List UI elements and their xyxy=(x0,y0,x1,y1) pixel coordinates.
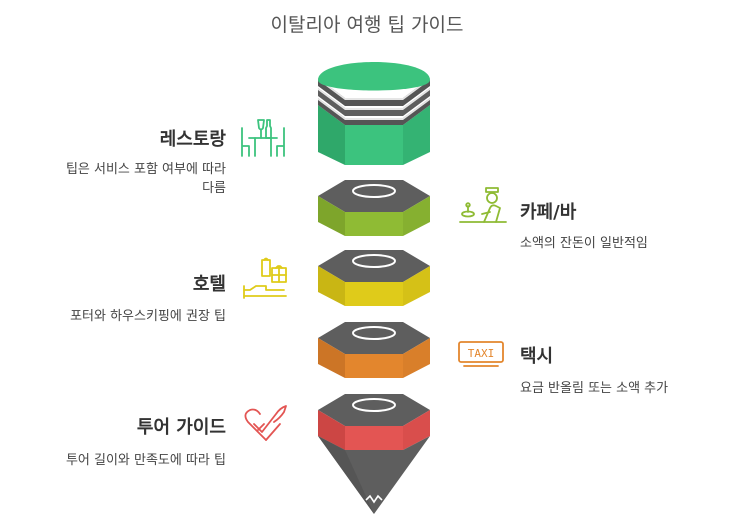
segment-taxi xyxy=(318,322,430,378)
restaurant-body-front xyxy=(345,125,403,165)
tour-heading: 투어 가이드 xyxy=(136,417,226,438)
hotel-bell-icon xyxy=(243,257,287,299)
segment-tour xyxy=(318,394,430,450)
taxi-sign-icon: TAXI xyxy=(458,341,504,367)
heart-hand-icon xyxy=(244,405,287,441)
pencil-tip xyxy=(318,436,430,514)
hotel-description: 포터와 하우스키핑에 권장 팁 xyxy=(70,309,226,324)
waiter-icon xyxy=(459,187,507,223)
restaurant-description: 팁은 서비스 포함 여부에 따라 다름 xyxy=(20,160,226,198)
dining-table-icon xyxy=(241,119,285,157)
cafe-description: 소액의 잔돈이 일반적임 xyxy=(520,236,648,251)
restaurant-description-line1: 팁은 서비스 포함 여부에 따라 xyxy=(65,162,226,177)
segment-restaurant xyxy=(318,62,430,165)
restaurant-heading: 레스토랑 xyxy=(159,129,226,150)
segment-hotel xyxy=(318,250,430,306)
tour-description: 투어 길이와 만족도에 따라 팁 xyxy=(65,453,226,468)
hotel-heading: 호텔 xyxy=(192,274,226,295)
restaurant-description-line2: 다름 xyxy=(202,181,226,196)
taxi-sign-text: TAXI xyxy=(468,347,495,360)
segment-cafe xyxy=(318,180,430,236)
taxi-heading: 택시 xyxy=(520,346,554,367)
cafe-heading: 카페/바 xyxy=(520,202,577,223)
diagram-title: 이탈리아 여행 팁 가이드 xyxy=(270,14,464,36)
taxi-description: 요금 반올림 또는 소액 추가 xyxy=(520,381,669,396)
